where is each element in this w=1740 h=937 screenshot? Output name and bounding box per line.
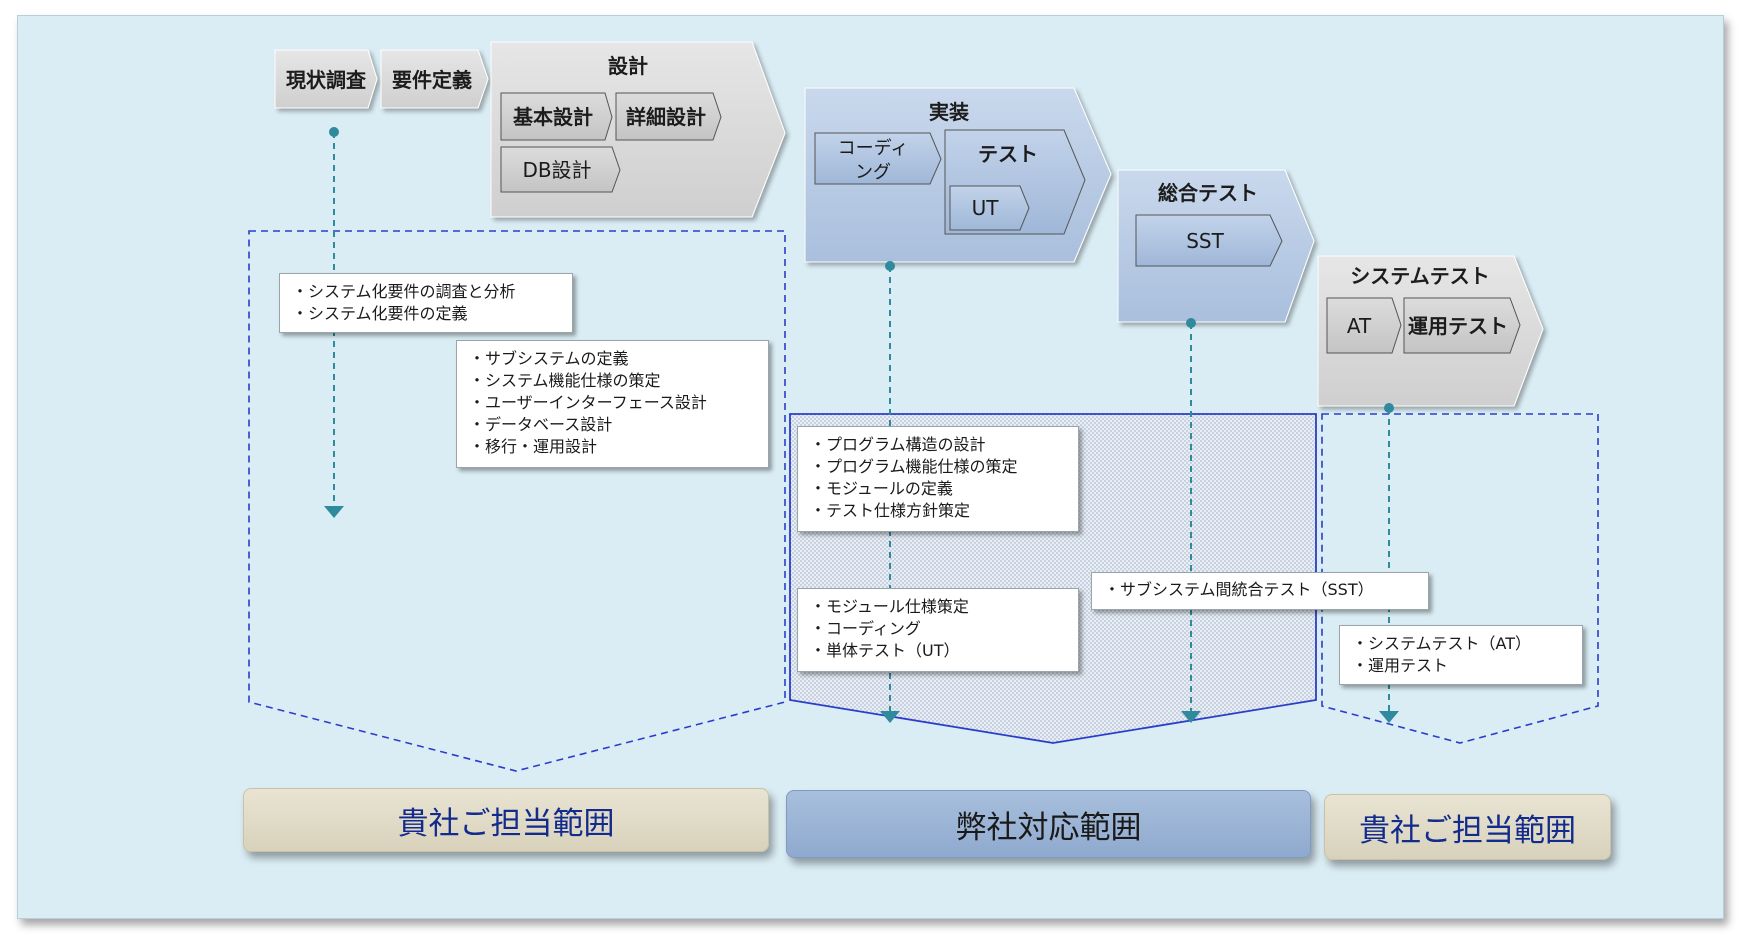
- note-line: ・単体テスト（UT）: [810, 641, 960, 660]
- step-ut-label: UT: [972, 196, 1000, 220]
- note-line: ・プログラム構造の設計: [810, 435, 986, 454]
- scope-client-left: 貴社ご担当範囲: [243, 788, 769, 852]
- arrow-system: [1379, 403, 1399, 723]
- phase-design-title: 設計: [608, 54, 648, 78]
- phase-implementation: 実装 コーディ ング テスト UT: [804, 87, 1112, 263]
- note-line: ・モジュール仕様策定: [810, 597, 969, 616]
- client-scope-left-outline: [248, 230, 786, 772]
- note-line: ・ユーザーインターフェース設計: [469, 393, 707, 412]
- phase-survey: 現状調査: [274, 49, 378, 109]
- scope-client-left-label: 貴社ご担当範囲: [397, 805, 615, 842]
- scope-client-right: 貴社ご担当範囲: [1324, 794, 1611, 860]
- note-line: ・システム機能仕様の策定: [469, 371, 661, 390]
- step-operation-test: 運用テスト: [1403, 297, 1521, 354]
- note-line: ・プログラム機能仕様の策定: [810, 457, 1018, 476]
- step-db-design: DB設計: [500, 146, 621, 193]
- step-coding-label-line2: ング: [855, 162, 891, 183]
- scope-ours-label: 弊社対応範囲: [955, 809, 1142, 846]
- note-line: ・システム化要件の調査と分析: [292, 282, 516, 301]
- step-db-design-label: DB設計: [522, 158, 591, 182]
- scope-client-right-label: 貴社ご担当範囲: [1359, 812, 1576, 849]
- note-system: ・システムテスト（AT） ・運用テスト: [1339, 625, 1583, 685]
- phase-requirements-label: 要件定義: [392, 68, 472, 92]
- phase-design: 設計 基本設計 詳細設計 DB設計: [490, 41, 786, 218]
- step-sst-label: SST: [1186, 229, 1224, 253]
- note-line: ・テスト仕様方針策定: [810, 501, 971, 520]
- note-line: ・データベース設計: [469, 415, 613, 434]
- step-basic-design: 基本設計: [500, 92, 613, 141]
- step-basic-design-label: 基本設計: [513, 105, 593, 129]
- note-line: ・コーディング: [810, 619, 921, 638]
- step-detail-design: 詳細設計: [615, 92, 722, 141]
- arrow-integration: [1181, 318, 1201, 723]
- phase-implementation-title: 実装: [929, 100, 969, 124]
- phase-requirements: 要件定義: [380, 49, 489, 109]
- step-detail-design-label: 詳細設計: [626, 105, 706, 129]
- note-line: ・運用テスト: [1352, 656, 1449, 675]
- scope-ours: 弊社対応範囲: [786, 790, 1311, 858]
- phase-system-test: システムテスト AT 運用テスト: [1317, 255, 1544, 407]
- step-at-label: AT: [1347, 314, 1372, 338]
- phase-system-test-title: システムテスト: [1350, 264, 1489, 288]
- phase-integration-test: 総合テスト SST: [1117, 169, 1315, 323]
- step-at: AT: [1326, 297, 1402, 354]
- phase-integration-test-title: 総合テスト: [1158, 181, 1258, 205]
- step-sst: SST: [1135, 214, 1283, 267]
- note-module: ・モジュール仕様策定 ・コーディング ・単体テスト（UT）: [797, 588, 1079, 672]
- step-coding: コーディ ング: [814, 132, 942, 185]
- note-line: ・移行・運用設計: [469, 437, 598, 456]
- note-design: ・サブシステムの定義 ・システム機能仕様の策定 ・ユーザーインターフェース設計 …: [456, 340, 769, 468]
- note-line: ・モジュールの定義: [810, 479, 953, 498]
- client-scope-right-outline: [1321, 413, 1599, 744]
- step-test-title: テスト: [978, 142, 1038, 166]
- step-coding-label-line1: コーディ: [838, 138, 909, 159]
- note-line: ・システム化要件の定義: [292, 304, 468, 323]
- phase-survey-label: 現状調査: [286, 68, 366, 92]
- note-line: ・システムテスト（AT）: [1352, 634, 1531, 653]
- note-line: ・サブシステムの定義: [469, 349, 629, 368]
- note-program: ・プログラム構造の設計 ・プログラム機能仕様の策定 ・モジュールの定義 ・テスト…: [797, 426, 1079, 532]
- note-line: ・サブシステム間統合テスト（SST）: [1104, 580, 1374, 599]
- note-sst: ・サブシステム間統合テスト（SST）: [1091, 572, 1429, 610]
- step-operation-test-label: 運用テスト: [1408, 314, 1508, 338]
- note-requirements: ・システム化要件の調査と分析 ・システム化要件の定義: [279, 273, 573, 333]
- step-test: テスト UT: [944, 129, 1086, 235]
